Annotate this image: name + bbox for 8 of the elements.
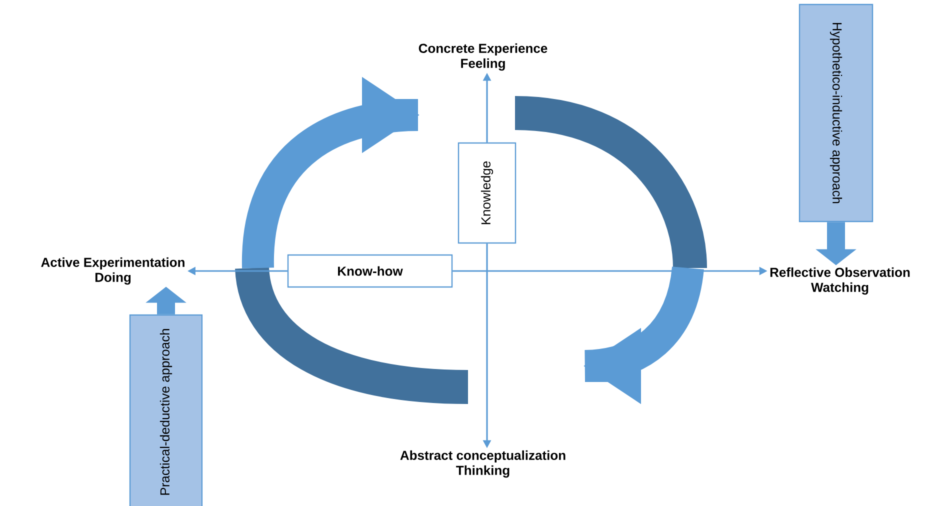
pole-label: Abstract conceptualization Thinking (400, 450, 566, 478)
approach-box: Practical-deductive approach (129, 314, 203, 506)
pole-label: Active Experimentation Doing (41, 257, 184, 285)
approach-box: Hypothetico-inductive approach (798, 4, 874, 222)
text-box: Knowledge (458, 142, 516, 244)
pole-label: Reflective Observation Watching (770, 267, 910, 295)
pole-label: Concrete Experience Feeling (418, 43, 548, 71)
text-box: Know-how (287, 254, 453, 288)
